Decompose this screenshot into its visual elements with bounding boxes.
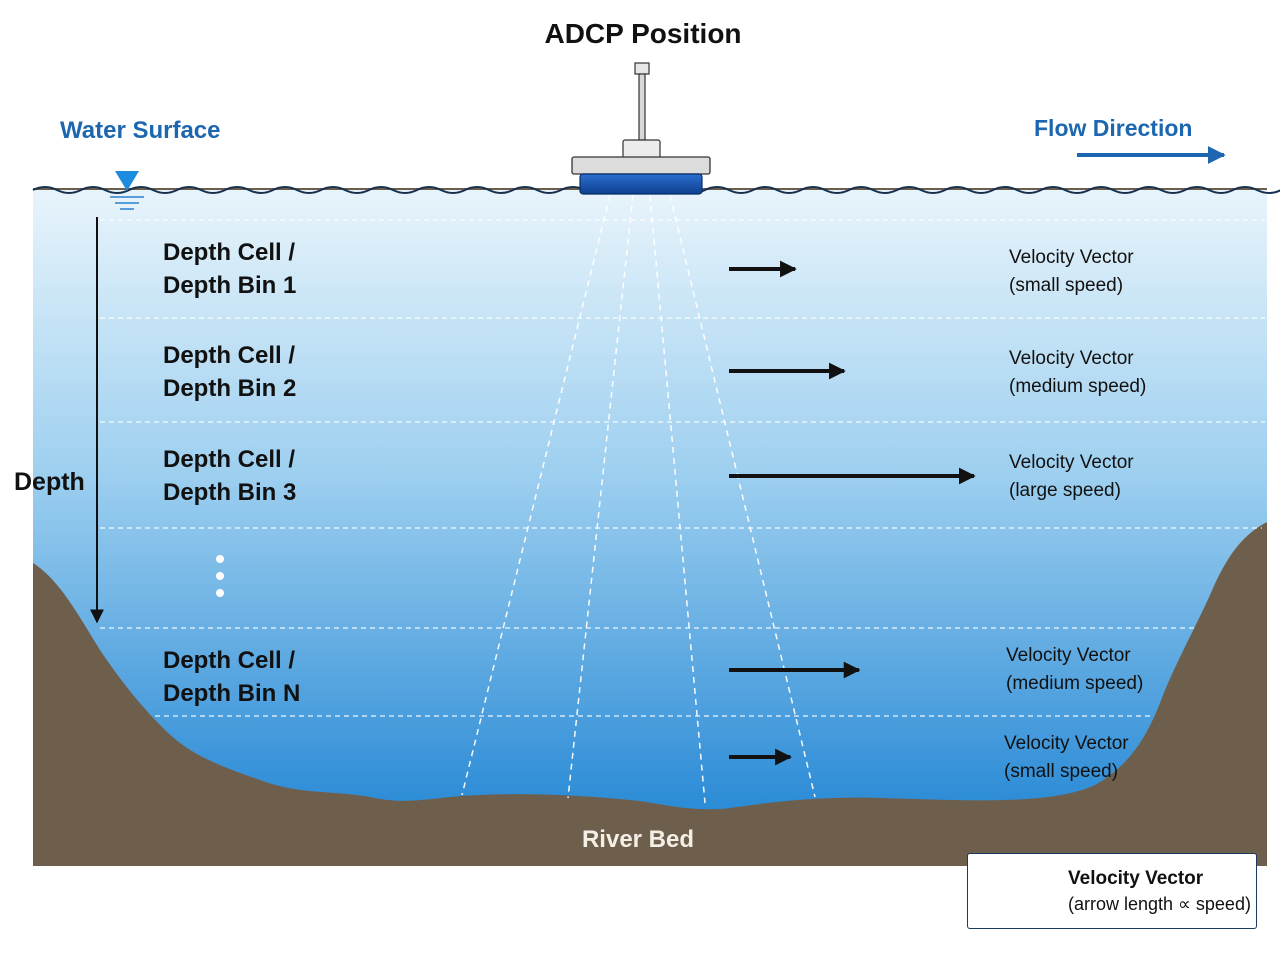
velocity-vector-speed: (small speed) [1004,761,1119,782]
depth-cell-line1: Depth Cell / [163,342,296,369]
velocity-vector-label: Velocity Vector (small speed) [1009,244,1134,300]
depth-cell-line2: Depth Bin N [163,680,301,707]
adcp-housing [622,139,661,160]
depth-cell-line1: Depth Cell / [163,446,296,473]
velocity-vector-label: Velocity Vector (small speed) [1004,730,1129,786]
velocity-vector-title: Velocity Vector [1004,733,1129,754]
velocity-vector-title: Velocity Vector [1009,247,1134,268]
adcp-float [571,156,711,175]
depth-cell-label: Depth Cell / Depth Bin 3 [163,443,296,509]
depth-cell-line2: Depth Bin 1 [163,272,297,299]
depth-cell-label: Depth Cell / Depth Bin N [163,644,300,710]
river-bed-label: River Bed [581,826,695,853]
adcp-antenna-mast [638,73,646,141]
velocity-vector-speed: (large speed) [1009,480,1121,501]
depth-cell-label: Depth Cell / Depth Bin 2 [163,339,296,405]
water-body [33,190,1267,810]
depth-cell-line2: Depth Bin 2 [163,375,297,402]
velocity-vector-label: Velocity Vector (medium speed) [1009,345,1146,401]
depth-cell-boundaries [100,219,1265,717]
water-surface-label: Water Surface [60,117,221,144]
adcp-instrument [571,62,711,195]
velocity-vector-speed: (medium speed) [1009,376,1147,397]
velocity-vector-speed: (medium speed) [1006,673,1144,694]
diagram-title: ADCP Position [544,18,742,49]
depth-cell-line1: Depth Cell / [163,239,296,266]
acoustic-beam [649,194,706,804]
legend-title: Velocity Vector [1068,868,1204,889]
velocity-vector-title: Velocity Vector [1009,452,1134,473]
velocity-vector-speed: (small speed) [1009,275,1124,296]
velocity-vector-label: Velocity Vector (medium speed) [1006,642,1143,698]
depth-axis-label: Depth [14,468,85,496]
acoustic-beams [461,194,816,804]
acoustic-beam [567,194,634,799]
velocity-vector-label: Velocity Vector (large speed) [1009,449,1134,505]
acoustic-beam [461,194,611,796]
legend-description: (arrow length ∝ speed) [1068,894,1251,914]
acoustic-beam [669,194,816,798]
adcp-antenna-cap [634,62,650,75]
depth-cell-label: Depth Cell / Depth Bin 1 [163,236,296,302]
more-cells-ellipsis [216,555,224,597]
adcp-transducer [579,173,703,195]
velocity-vector-title: Velocity Vector [1006,645,1131,666]
legend-box [967,853,1257,929]
depth-cell-line1: Depth Cell / [163,647,296,674]
flow-direction-label: Flow Direction [1034,115,1193,141]
water-surface-symbol-icon [110,171,144,210]
velocity-vectors [729,260,976,766]
velocity-vector-title: Velocity Vector [1009,348,1134,369]
depth-cell-line2: Depth Bin 3 [163,479,297,506]
